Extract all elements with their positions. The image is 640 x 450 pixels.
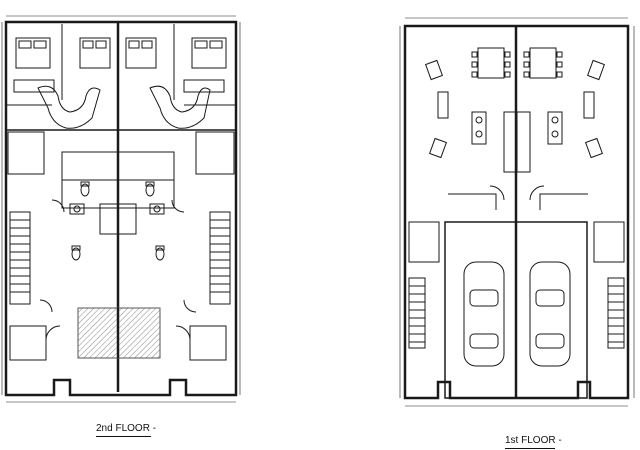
first-floor-caption: 1st FLOOR - xyxy=(505,435,562,446)
second-floor-plan xyxy=(1,15,241,403)
toilet-icon xyxy=(71,245,81,261)
sink-icon xyxy=(69,203,85,215)
car-icon xyxy=(463,261,505,367)
first-floor-plan xyxy=(399,17,635,407)
second-floor-outer-wall xyxy=(4,20,238,397)
bed-icon xyxy=(191,37,227,69)
stair-icon xyxy=(408,277,426,349)
toilet-icon xyxy=(80,181,90,197)
stair-icon xyxy=(9,211,31,305)
second-floor-caption-underline xyxy=(96,436,151,437)
sink-icon xyxy=(149,203,165,215)
bed-icon xyxy=(15,37,51,69)
dining-table-icon xyxy=(523,47,563,79)
stair-icon xyxy=(607,277,625,349)
bed-icon xyxy=(125,37,157,69)
car-icon xyxy=(529,261,571,367)
second-floor-caption: 2nd FLOOR - xyxy=(96,423,157,434)
bed-icon xyxy=(79,37,111,69)
dining-table-icon xyxy=(471,47,511,79)
first-floor-caption-underline xyxy=(505,448,555,449)
kitchen-island-icon xyxy=(547,111,563,145)
toilet-icon xyxy=(145,181,155,197)
sofa-icon xyxy=(424,59,449,159)
kitchen-island-icon xyxy=(471,111,487,145)
stair-icon xyxy=(209,211,231,305)
sofa-icon xyxy=(583,59,606,159)
toilet-icon xyxy=(155,245,165,261)
